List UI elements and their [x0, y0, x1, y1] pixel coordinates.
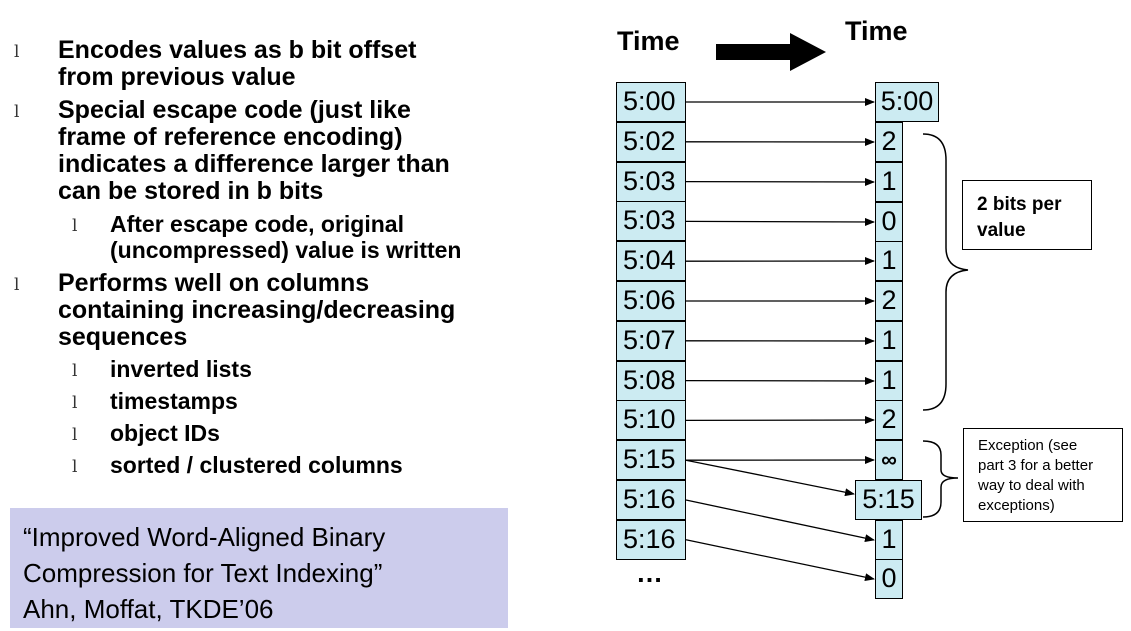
bullet-text: After escape code, original: [110, 211, 404, 237]
time-cell: 5:03: [616, 201, 686, 242]
exception-note-line: way to deal with: [978, 477, 1085, 494]
time-cell: 5:15: [616, 440, 686, 481]
bullet-item: l inverted lists: [72, 356, 252, 382]
mapping-arrow: [685, 539, 875, 582]
encoded-cell: 2: [875, 400, 903, 440]
time-cell: 5:16: [616, 480, 686, 520]
encoded-cell: 1: [875, 162, 903, 202]
bullet-text: (uncompressed) value is written: [110, 237, 462, 263]
time-cell: 5:02: [616, 121, 686, 162]
bullet-marker: l: [72, 361, 78, 381]
encoded-cell: 0: [875, 202, 903, 242]
left-time-header: Time: [617, 26, 680, 56]
citation-line: “Improved Word-Aligned Binary: [23, 522, 386, 552]
bullet-item: l sorted / clustered columns: [72, 452, 403, 478]
bits-note-box: 2 bits per value: [962, 180, 1092, 250]
encoded-cell: 1: [875, 520, 903, 560]
bits-note-line: 2 bits per: [977, 194, 1062, 215]
exception-note-line: Exception (see: [978, 437, 1078, 454]
exception-note-box: Exception (see part 3 for a better way t…: [963, 428, 1123, 522]
encoded-cell: 2: [875, 281, 903, 321]
encoded-cell: 1: [875, 361, 903, 401]
encoded-cell: 2: [875, 122, 903, 162]
bullet-marker: l: [72, 457, 78, 477]
right-time-header: Time: [845, 16, 908, 46]
time-cell: 5:04: [616, 241, 686, 282]
bullet-text: Performs well on columns: [58, 269, 370, 297]
encoded-cell: 0: [875, 559, 903, 599]
bits-note-line: value: [977, 220, 1026, 241]
bullet-text: can be stored in b bits: [58, 177, 324, 205]
direction-arrow: [716, 33, 826, 71]
time-cell: 5:07: [616, 320, 686, 361]
exception-brace: [922, 440, 959, 518]
citation-box: “Improved Word-Aligned Binary Compressio…: [10, 508, 508, 628]
encoded-cell: 1: [875, 241, 903, 281]
bullet-marker: l: [72, 216, 78, 236]
time-cell: 5:10: [616, 400, 686, 441]
bullet-text: frame of reference encoding): [58, 123, 403, 151]
bullet-text: object IDs: [110, 420, 220, 446]
time-cell: 5:08: [616, 360, 686, 401]
mapping-arrows: [685, 98, 875, 582]
bullet-text: sequences: [58, 323, 188, 351]
bullet-text: containing increasing/decreasing: [58, 296, 456, 324]
mapping-arrow: [685, 217, 875, 226]
bullet-text: indicates a difference larger than: [58, 150, 450, 178]
bullet-item: l object IDs: [72, 420, 220, 446]
exception-value-cell: 5:15: [855, 480, 922, 520]
bullet-item: l timestamps: [72, 388, 238, 414]
bullet-marker: l: [72, 425, 78, 445]
bullet-marker: l: [14, 42, 20, 62]
time-cell: 5:03: [616, 161, 686, 202]
bullet-marker: l: [14, 102, 20, 122]
citation-line: Compression for Text Indexing”: [23, 558, 383, 588]
escape-code-cell: ∞: [875, 440, 903, 480]
bullet-text: inverted lists: [110, 356, 252, 382]
time-cell: 5:00: [616, 82, 686, 122]
bullet-text: Special escape code (just like: [58, 96, 411, 124]
ellipsis: …: [636, 558, 663, 588]
bullet-text: sorted / clustered columns: [110, 452, 403, 478]
bullet-text: Encodes values as b bit offset: [58, 36, 417, 64]
time-cell: 5:16: [616, 519, 686, 560]
citation-line: Ahn, Moffat, TKDE’06: [23, 594, 274, 624]
exception-note-line: exceptions): [978, 497, 1055, 514]
bits-brace: [922, 133, 969, 411]
bullet-marker: l: [72, 393, 78, 413]
encoded-cell: 1: [875, 321, 903, 361]
encoded-cell: 5:00: [875, 82, 939, 122]
bullet-item: l After escape code, original(uncompresse…: [72, 211, 462, 263]
exception-note-line: part 3 for a better: [978, 457, 1094, 474]
bullet-text: from previous value: [58, 63, 296, 91]
bullet-marker: l: [14, 275, 20, 295]
mapping-arrow: [685, 459, 855, 497]
mapping-arrow: [685, 499, 875, 543]
bullet-text: timestamps: [110, 388, 238, 414]
time-cell: 5:06: [616, 281, 686, 321]
